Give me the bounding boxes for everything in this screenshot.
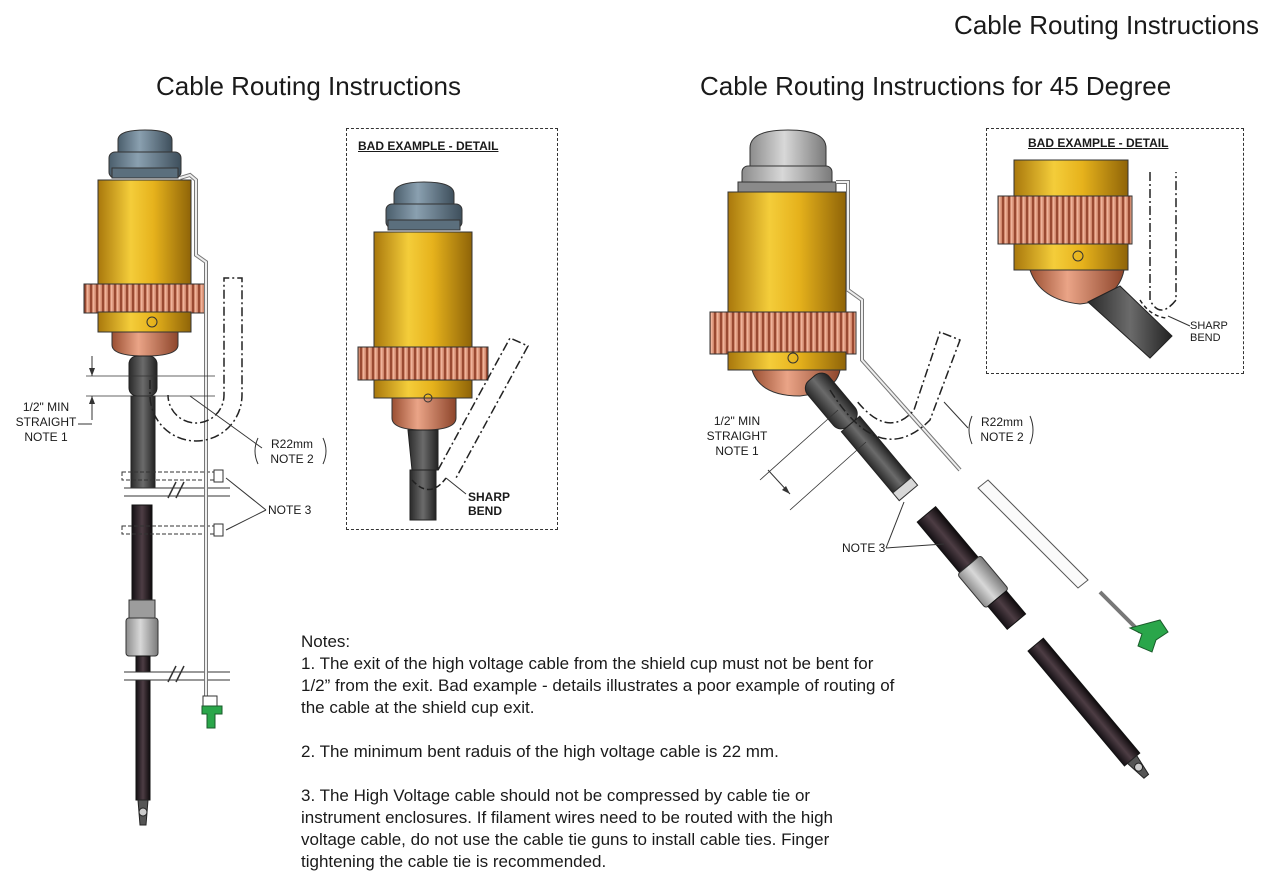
right-radius-label: R22mm NOTE 2: [980, 415, 1024, 444]
left-assembly: [78, 129, 327, 826]
left-detail-title: BAD EXAMPLE - DETAIL: [358, 139, 499, 153]
left-radius-label: R22mm NOTE 2: [270, 437, 314, 466]
left-detail-box: [346, 128, 558, 530]
notes-block: Notes: 1. The exit of the high voltage c…: [301, 631, 901, 873]
right-sharp-bend-label: SHARP BEND: [1190, 320, 1228, 344]
note-1: 1. The exit of the high voltage cable fr…: [301, 654, 895, 717]
right-assembly: [709, 129, 1169, 779]
right-detail-assembly: [997, 159, 1191, 359]
left-sharp-bend-label: SHARP BEND: [468, 490, 511, 518]
left-detail-assembly: [357, 181, 530, 521]
right-min-straight-label: 1/2" MIN STRAIGHT NOTE 1: [706, 414, 768, 458]
left-note3-label: NOTE 3: [268, 503, 312, 517]
note-2: 2. The minimum bent raduis of the high v…: [301, 742, 779, 761]
right-diagram-title: Cable Routing Instructions for 45 Degree: [700, 71, 1172, 101]
left-min-straight-label: 1/2" MIN STRAIGHT NOTE 1: [15, 400, 77, 444]
right-detail-box: [986, 128, 1244, 374]
page-title: Cable Routing Instructions: [954, 10, 1259, 40]
note-3: 3. The High Voltage cable should not be …: [301, 786, 834, 871]
right-detail-title: BAD EXAMPLE - DETAIL: [1028, 136, 1169, 150]
right-note3-label: NOTE 3: [842, 541, 886, 555]
notes-heading: Notes:: [301, 632, 351, 651]
left-diagram-title: Cable Routing Instructions: [156, 71, 461, 101]
